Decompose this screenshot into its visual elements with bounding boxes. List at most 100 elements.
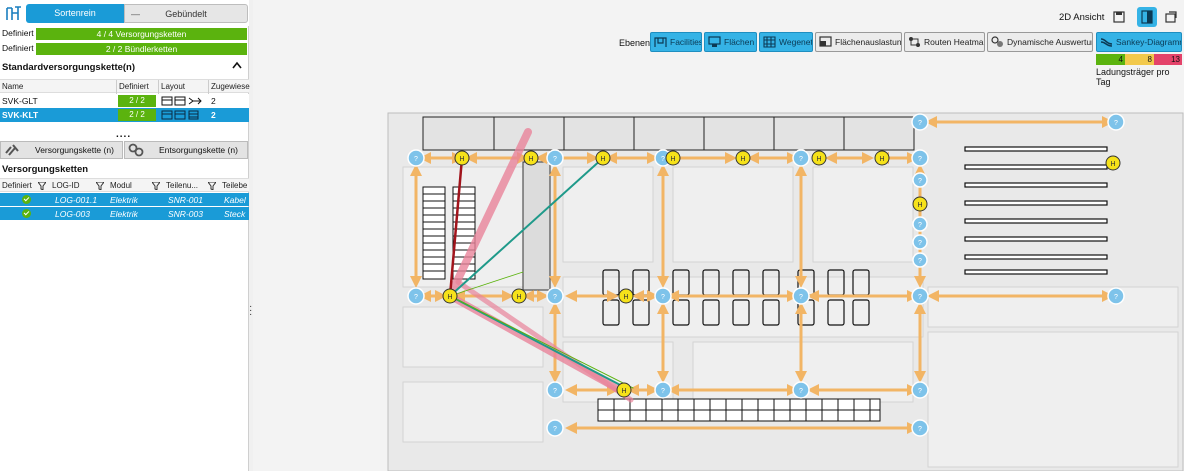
- hub[interactable]: H: [454, 150, 470, 166]
- hub[interactable]: H: [523, 150, 539, 166]
- network-nodes[interactable]: ? ? ? ? ? ? ? ? ? ? ? ? ? ? ? ? ? ? ? ? …: [407, 113, 1125, 437]
- col-log-id[interactable]: LOG-ID: [52, 181, 80, 190]
- svg-text:H: H: [879, 156, 884, 163]
- svg-text:?: ?: [799, 156, 803, 163]
- node[interactable]: ?: [1107, 113, 1125, 131]
- hub[interactable]: H: [665, 150, 681, 166]
- node[interactable]: ?: [912, 252, 928, 268]
- col-definiert[interactable]: Definiert: [2, 181, 32, 190]
- table-row[interactable]: SVK-GLT 2 / 2 2: [0, 94, 249, 108]
- chains-title: Versorgungsketten: [2, 164, 89, 175]
- node[interactable]: ?: [546, 419, 564, 437]
- layer-wegenetz-button[interactable]: Wegenetz: [759, 32, 813, 52]
- col-zugewiesen[interactable]: Zugewiese: [211, 82, 250, 91]
- node[interactable]: ?: [1107, 287, 1125, 305]
- node[interactable]: ?: [912, 234, 928, 250]
- hub[interactable]: H: [511, 288, 527, 304]
- svg-text:H: H: [1110, 161, 1115, 168]
- node[interactable]: ?: [911, 149, 929, 167]
- legend-low: 4: [1096, 54, 1125, 65]
- svg-text:H: H: [917, 202, 922, 209]
- hub[interactable]: H: [616, 382, 632, 398]
- layout-map[interactable]: ? ? ? ? ? ? ? ? ? ? ? ? ? ? ? ? ? ? ? ? …: [253, 82, 1184, 471]
- node[interactable]: ?: [792, 287, 810, 305]
- filter-icon[interactable]: [208, 182, 216, 190]
- node[interactable]: ?: [912, 216, 928, 232]
- split-view-icon: [1141, 10, 1153, 24]
- table-row-selected[interactable]: SVK-KLT 2 / 2 2: [0, 108, 249, 122]
- save-button[interactable]: [1109, 7, 1129, 27]
- node[interactable]: ?: [654, 287, 672, 305]
- hub[interactable]: H: [912, 196, 928, 212]
- tab-versorgungskette[interactable]: Versorgungskette (n): [0, 141, 123, 159]
- node[interactable]: ?: [407, 149, 425, 167]
- layer-label: Dynamische Auswertung: [1007, 37, 1093, 47]
- layer-label: Flächenauslastung: [835, 37, 902, 47]
- mode-bar: Sortenrein — Gebündelt: [0, 0, 249, 26]
- node[interactable]: ?: [911, 287, 929, 305]
- node[interactable]: ?: [654, 381, 672, 399]
- legend-high: 13: [1154, 54, 1182, 65]
- hub[interactable]: H: [735, 150, 751, 166]
- col-layout[interactable]: Layout: [161, 82, 186, 91]
- hub[interactable]: H: [811, 150, 827, 166]
- svg-text:?: ?: [1114, 294, 1118, 301]
- chevron-up-icon[interactable]: [232, 61, 242, 69]
- hub[interactable]: H: [595, 150, 611, 166]
- filter-icon[interactable]: [96, 182, 104, 190]
- tab-entsorgungskette[interactable]: Entsorgungskette (n): [124, 141, 248, 159]
- save-icon: [1113, 11, 1125, 23]
- path-network: [410, 116, 1114, 434]
- filter-icon[interactable]: [38, 182, 46, 190]
- chain-row[interactable]: LOG-003 Elektrik SNR-003 Steck: [0, 207, 249, 220]
- hub[interactable]: H: [442, 288, 458, 304]
- layer-label: Routen Heatmap: [924, 37, 985, 47]
- hub[interactable]: H: [1105, 155, 1121, 171]
- svg-text:?: ?: [1114, 120, 1118, 127]
- node[interactable]: ?: [911, 113, 929, 131]
- col-modul[interactable]: Modul: [110, 181, 132, 190]
- hub[interactable]: H: [618, 288, 634, 304]
- layer-sankey-button[interactable]: Sankey-Diagramm: [1096, 32, 1182, 52]
- layer-flaechen-button[interactable]: Flächen: [704, 32, 757, 52]
- node[interactable]: ?: [911, 381, 929, 399]
- col-teilebezeichnung[interactable]: Teilebe: [222, 181, 248, 190]
- chain-row[interactable]: LOG-001.1 Elektrik SNR-001 Kabel: [0, 193, 249, 206]
- col-name[interactable]: Name: [2, 82, 24, 91]
- layer-routen-heatmap-button[interactable]: Routen Heatmap: [904, 32, 985, 52]
- check-icon: [22, 195, 31, 204]
- layer-dynamische-auswertung-button[interactable]: Dynamische Auswertung: [987, 32, 1093, 52]
- svg-text:H: H: [600, 156, 605, 163]
- node[interactable]: ?: [546, 381, 564, 399]
- left-panel: Sortenrein — Gebündelt Definiert 4 / 4 V…: [0, 0, 250, 471]
- svg-text:H: H: [816, 156, 821, 163]
- popout-button[interactable]: [1161, 7, 1181, 27]
- panel-splitter[interactable]: ···: [249, 301, 253, 320]
- node[interactable]: ?: [911, 419, 929, 437]
- supply-chain-icon: [6, 6, 21, 20]
- filter-icon[interactable]: [152, 182, 160, 190]
- node[interactable]: ?: [407, 287, 425, 305]
- layer-facilities-button[interactable]: Facilities: [650, 32, 702, 52]
- svg-text:H: H: [621, 388, 626, 395]
- tab-gebuendelt[interactable]: — Gebündelt: [124, 4, 248, 23]
- link-icon: [5, 144, 19, 156]
- svg-text:H: H: [528, 156, 533, 163]
- layer-flaechenauslastung-button[interactable]: Flächenauslastung: [815, 32, 902, 52]
- hubs[interactable]: H H H H H H H H H H H H H: [442, 150, 1121, 398]
- col-definiert[interactable]: Definiert: [119, 82, 149, 91]
- more-indicator[interactable]: ....: [116, 129, 132, 140]
- node[interactable]: ?: [792, 149, 810, 167]
- node[interactable]: ?: [792, 381, 810, 399]
- panel-toggle-button[interactable]: [1137, 7, 1157, 27]
- tab-gebuendelt-label: Gebündelt: [165, 9, 207, 19]
- node[interactable]: ?: [546, 149, 564, 167]
- definiert-progress: 2 / 2 Bündlerketten: [36, 43, 247, 55]
- svg-text:H: H: [447, 294, 452, 301]
- col-teilenummer[interactable]: Teilenu...: [166, 181, 199, 190]
- node[interactable]: ?: [546, 287, 564, 305]
- hub[interactable]: H: [874, 150, 890, 166]
- node[interactable]: ?: [912, 172, 928, 188]
- svg-text:?: ?: [918, 240, 922, 247]
- tab-sortenrein[interactable]: Sortenrein: [26, 4, 124, 23]
